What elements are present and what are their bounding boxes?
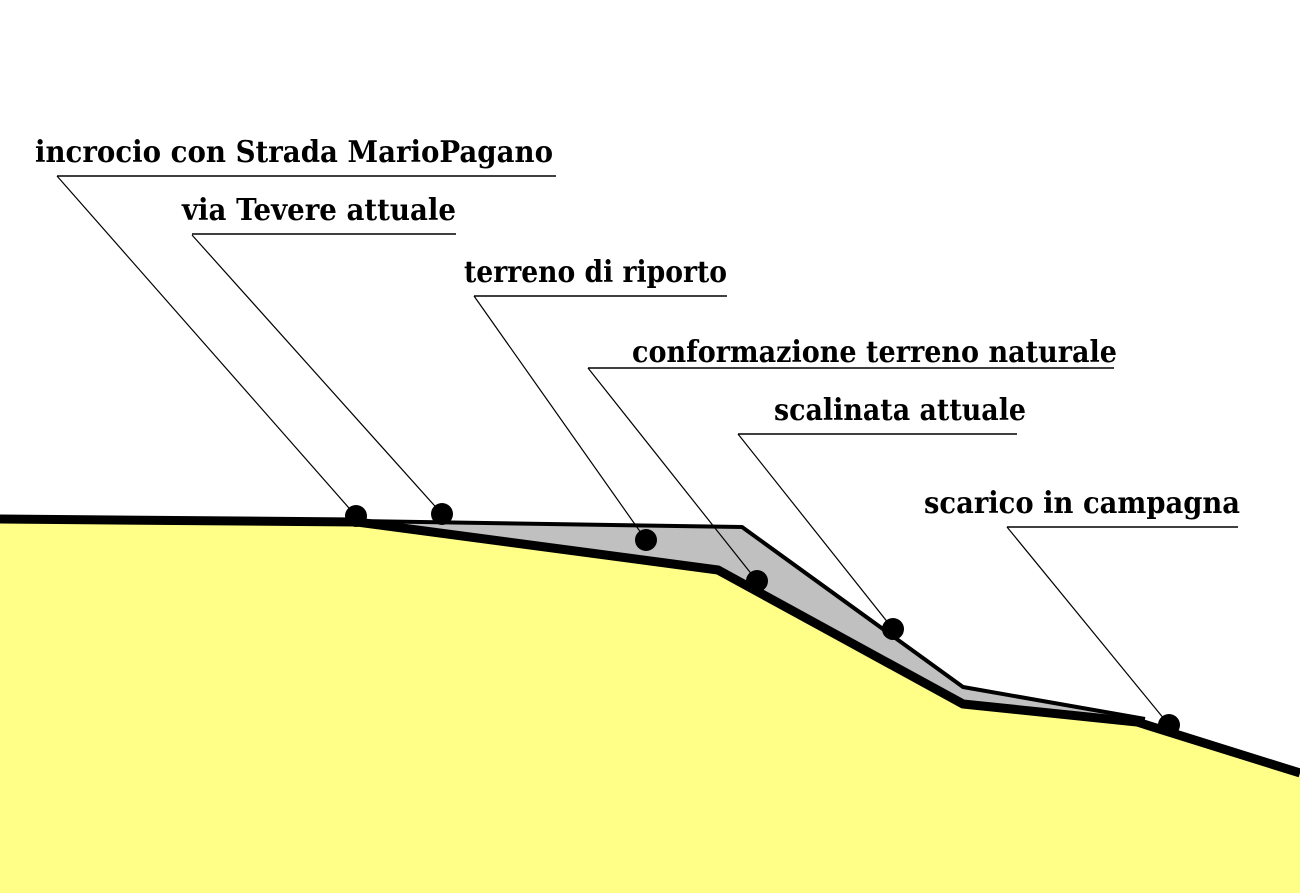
marker-via-tevere (431, 503, 453, 525)
label-fill: terreno di riporto (464, 255, 727, 290)
marker-natural-terrain (746, 570, 768, 592)
leader-line-crossing (56, 175, 357, 517)
label-natural-terrain: conformazione terreno naturale (632, 335, 1117, 370)
marker-outlet (1158, 714, 1180, 736)
leader-line-fill (473, 295, 647, 541)
label-crossing: incrocio con Strada MarioPagano (35, 135, 553, 170)
label-via-tevere: via Tevere attuale (181, 193, 456, 228)
label-outlet: scarico in campagna (924, 486, 1240, 521)
current-surface-line (356, 519, 1146, 721)
leader-line-outlet (1006, 526, 1170, 726)
leader-line-via-tevere (191, 234, 443, 515)
label-staircase: scalinata attuale (774, 393, 1026, 428)
leader-line-staircase (737, 433, 894, 630)
fill-terrain-area (357, 523, 1145, 723)
marker-staircase (882, 618, 904, 640)
marker-fill (635, 529, 657, 551)
natural-ground-area (0, 521, 1300, 893)
leader-line-natural-terrain (587, 367, 758, 582)
marker-crossing (345, 505, 367, 527)
